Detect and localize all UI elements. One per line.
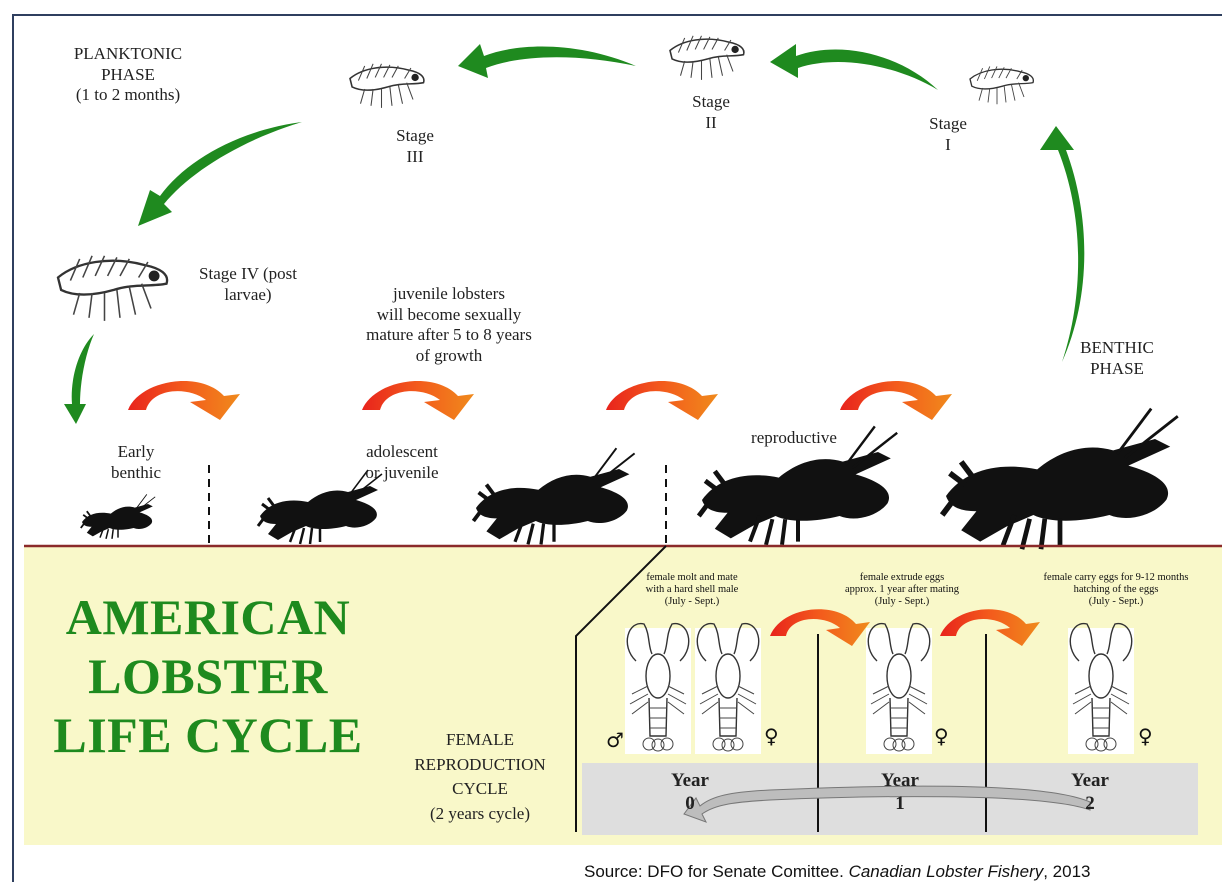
female-symbol-1: ♀ xyxy=(764,724,779,748)
source-citation: Source: DFO for Senate Comittee. Canadia… xyxy=(584,862,1091,882)
male-symbol: ♂ xyxy=(606,728,624,752)
larva-stage-3-icon xyxy=(350,64,424,108)
green-arrow-stage4-to-benthic xyxy=(64,334,94,424)
larva-stage-1-icon xyxy=(970,66,1033,104)
note-molt-and-mate: female molt and mate with a hard shell m… xyxy=(612,572,772,608)
stage-3-label: Stage III xyxy=(378,126,452,167)
year-1: Year 1 xyxy=(858,770,942,816)
title-line-3: LIFE CYCLE xyxy=(38,706,378,765)
adolescent-label: adolescent or juvenile xyxy=(340,442,464,483)
year-0: Year 0 xyxy=(648,770,732,816)
lobster-benthic-adult-icon xyxy=(942,409,1178,550)
green-arrow-stage3-to-stage4 xyxy=(138,122,302,226)
early-benthic-label: Early benthic xyxy=(94,442,178,483)
green-arrow-stage1-to-stage2 xyxy=(770,44,938,90)
title-line-2: LOBSTER xyxy=(38,647,378,706)
growth-arrow-6 xyxy=(940,609,1040,646)
growth-arrow-3 xyxy=(606,381,718,420)
growth-arrow-5 xyxy=(770,609,870,646)
female-symbol-2: ♀ xyxy=(934,724,949,748)
stage-1-label: Stage I xyxy=(916,114,980,155)
stage-2-label: Stage II xyxy=(676,92,746,133)
reproduction-cycle-label: FEMALE REPRODUCTION CYCLE (2 years cycle… xyxy=(390,728,570,827)
green-arrow-stage2-to-stage3 xyxy=(458,44,636,78)
larva-stage-2-icon xyxy=(670,36,744,80)
note-carry-eggs: female carry eggs for 9-12 months hatchi… xyxy=(1010,572,1222,608)
stage-4-label: Stage IV (post larvae) xyxy=(186,264,310,305)
lobster-juvenile-icon xyxy=(473,448,634,544)
lobster-early-benthic-icon xyxy=(81,494,155,538)
growth-arrow-4 xyxy=(840,381,952,420)
green-cycle-arrows xyxy=(64,44,1084,424)
diagram-title: AMERICAN LOBSTER LIFE CYCLE xyxy=(38,588,378,765)
female-lobster-illustrations xyxy=(625,624,1134,754)
growth-note: juvenile lobsters will become sexually m… xyxy=(342,284,556,367)
green-arrow-benthic-to-stage1 xyxy=(1040,126,1084,362)
female-symbol-3: ♀ xyxy=(1138,724,1153,748)
note-extrude-eggs: female extrude eggs approx. 1 year after… xyxy=(820,572,984,608)
growth-arrow-2 xyxy=(362,381,474,420)
planktonic-phase-label: PLANKTONIC PHASE (1 to 2 months) xyxy=(58,44,198,106)
benthic-phase-label: BENTHIC PHASE xyxy=(1072,338,1162,379)
title-line-1: AMERICAN xyxy=(38,588,378,647)
year-2: Year 2 xyxy=(1048,770,1132,816)
growth-arrow-1 xyxy=(128,381,240,420)
reproductive-label: reproductive xyxy=(724,428,864,449)
larva-stage-4-icon xyxy=(58,256,167,321)
